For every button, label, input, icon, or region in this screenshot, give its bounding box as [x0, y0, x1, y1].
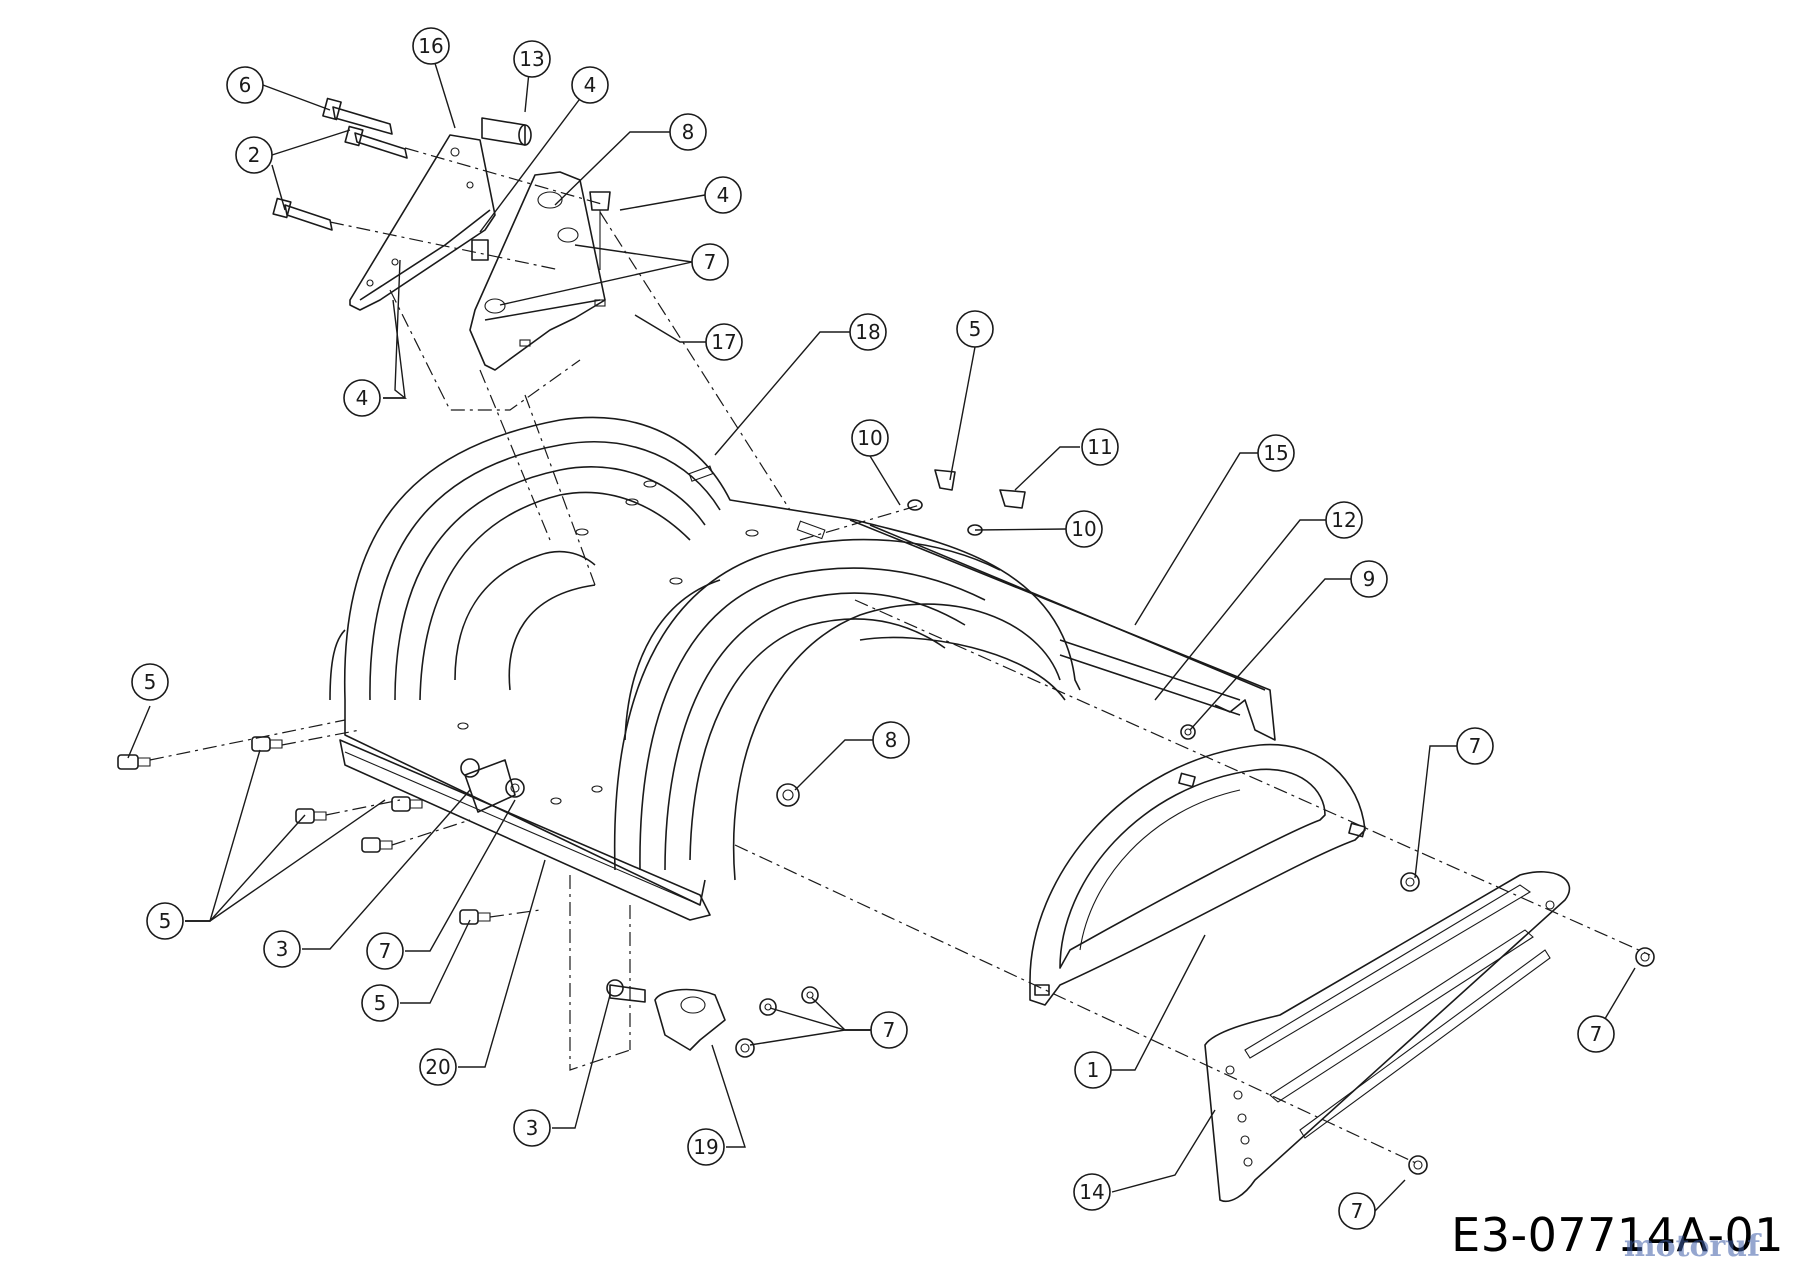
- callout: 9: [1350, 560, 1388, 598]
- lower-bracket: [606, 979, 726, 1051]
- mounting-plate: [469, 171, 606, 371]
- callout: 18: [849, 313, 887, 351]
- fasteners: [117, 469, 1655, 1175]
- callout: 6: [226, 66, 264, 104]
- callout: 16: [412, 27, 450, 65]
- fender-housing: [329, 416, 1276, 921]
- callout: 10: [1065, 510, 1103, 548]
- callout: 17: [705, 323, 743, 361]
- callout: 7: [366, 932, 404, 970]
- svg-text:2: 2: [248, 143, 261, 167]
- svg-text:7: 7: [379, 939, 392, 963]
- leader-lines: [127, 59, 1636, 1212]
- svg-text:5: 5: [159, 909, 172, 933]
- callout: 4: [343, 379, 381, 417]
- svg-text:4: 4: [717, 183, 730, 207]
- callout: 7: [1577, 1015, 1615, 1053]
- callout: 1: [1074, 1051, 1112, 1089]
- upper-bracket: [349, 134, 496, 311]
- svg-text:7: 7: [1351, 1199, 1364, 1223]
- callout: 5: [361, 984, 399, 1022]
- assembly-lines: [149, 147, 1651, 1166]
- svg-text:15: 15: [1263, 441, 1288, 465]
- watermark-logo: motoruf: [1623, 1229, 1760, 1264]
- svg-text:3: 3: [276, 937, 289, 961]
- callout: 8: [872, 721, 910, 759]
- callouts: 16 13 6 4 2 8 4 7 17 18 4 5 10 11 15 10 …: [131, 27, 1615, 1230]
- parts-drawing: [117, 97, 1655, 1202]
- svg-text:13: 13: [519, 47, 544, 71]
- svg-text:7: 7: [1590, 1022, 1603, 1046]
- svg-text:4: 4: [584, 73, 597, 97]
- svg-text:4: 4: [356, 386, 369, 410]
- drawing-code: E3-07714A-01: [1451, 1208, 1784, 1262]
- side-plate: [1204, 871, 1571, 1202]
- callout: 11: [1081, 428, 1119, 466]
- bolts-top: [272, 97, 611, 270]
- svg-text:10: 10: [1071, 517, 1096, 541]
- callout: 15: [1257, 434, 1295, 472]
- svg-text:7: 7: [704, 250, 717, 274]
- svg-text:1: 1: [1087, 1058, 1100, 1082]
- svg-text:5: 5: [374, 991, 387, 1015]
- svg-text:19: 19: [693, 1135, 718, 1159]
- svg-text:7: 7: [883, 1018, 896, 1042]
- callout: 4: [571, 66, 609, 104]
- callout: 5: [131, 663, 169, 701]
- svg-text:16: 16: [418, 34, 443, 58]
- svg-text:18: 18: [855, 320, 880, 344]
- callout: 8: [669, 113, 707, 151]
- svg-text:14: 14: [1079, 1180, 1104, 1204]
- callout: 5: [956, 310, 994, 348]
- callout: 7: [870, 1011, 908, 1049]
- svg-text:8: 8: [885, 728, 898, 752]
- callout: 3: [513, 1109, 551, 1147]
- svg-text:20: 20: [425, 1055, 450, 1079]
- callout: 2: [235, 136, 273, 174]
- callout: 4: [704, 176, 742, 214]
- svg-text:6: 6: [239, 73, 252, 97]
- svg-text:10: 10: [857, 426, 882, 450]
- svg-text:17: 17: [711, 330, 736, 354]
- side-cover: [1029, 743, 1366, 1006]
- callout: 7: [1338, 1192, 1376, 1230]
- svg-text:5: 5: [144, 670, 157, 694]
- callout: 7: [691, 243, 729, 281]
- callout: 14: [1073, 1173, 1111, 1211]
- svg-text:8: 8: [682, 120, 695, 144]
- callout: 13: [513, 40, 551, 78]
- callout: 3: [263, 930, 301, 968]
- callout: 10: [851, 419, 889, 457]
- svg-text:7: 7: [1469, 734, 1482, 758]
- callout: 19: [687, 1128, 725, 1166]
- callout: 12: [1325, 501, 1363, 539]
- callout: 20: [419, 1048, 457, 1086]
- svg-text:5: 5: [969, 317, 982, 341]
- svg-text:12: 12: [1331, 508, 1356, 532]
- callout: 7: [1456, 727, 1494, 765]
- svg-text:11: 11: [1087, 435, 1112, 459]
- svg-text:9: 9: [1363, 567, 1376, 591]
- callout: 5: [146, 902, 184, 940]
- svg-text:3: 3: [526, 1116, 539, 1140]
